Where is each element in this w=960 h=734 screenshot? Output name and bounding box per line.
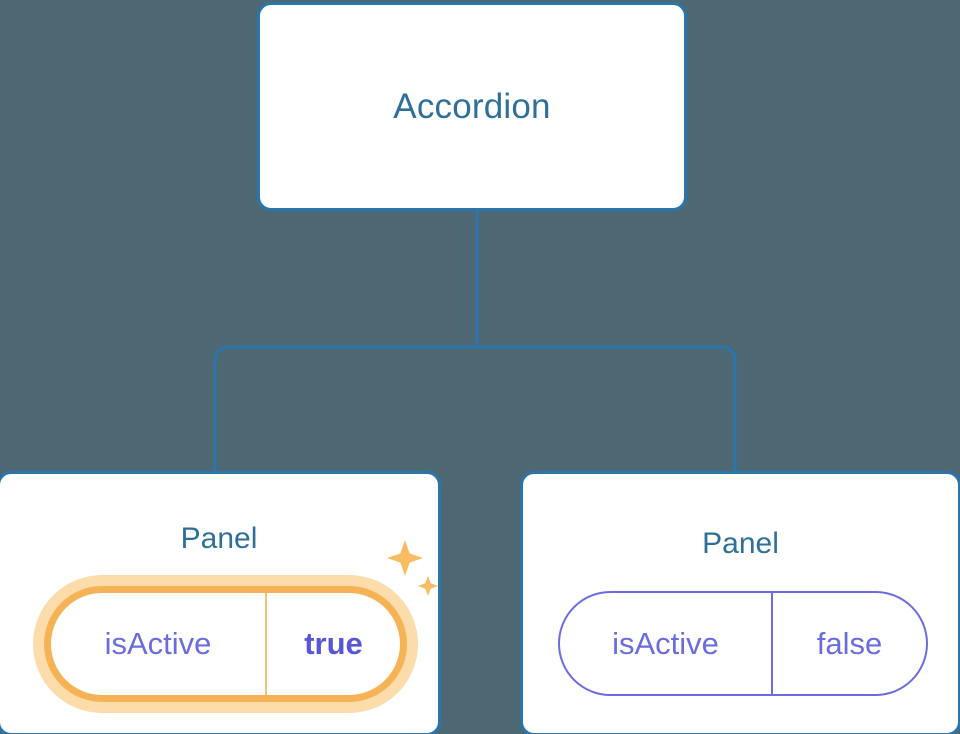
node-panel-inactive[interactable]: Panel isActive false bbox=[520, 471, 960, 734]
prop-pill-key: isActive bbox=[560, 593, 773, 694]
connector-branch-bus bbox=[213, 345, 737, 471]
prop-pill-active-wrapper: isActive true bbox=[33, 575, 418, 713]
prop-pill-isactive-true[interactable]: isActive true bbox=[44, 586, 407, 702]
prop-pill-value: false bbox=[816, 625, 883, 661]
prop-pill-glow: isActive true bbox=[33, 575, 418, 713]
prop-pill-key: isActive bbox=[51, 593, 267, 695]
prop-pill-value: true bbox=[304, 626, 363, 661]
node-panel-active[interactable]: Panel isActive true bbox=[0, 471, 441, 734]
prop-pill-isactive-false[interactable]: isActive false bbox=[558, 591, 928, 696]
node-panel-inactive-title: Panel bbox=[702, 527, 779, 560]
node-accordion[interactable]: Accordion bbox=[257, 2, 687, 211]
node-accordion-title: Accordion bbox=[393, 87, 551, 126]
prop-pill-inactive-wrapper: isActive false bbox=[558, 591, 928, 696]
node-panel-active-title: Panel bbox=[180, 522, 258, 555]
